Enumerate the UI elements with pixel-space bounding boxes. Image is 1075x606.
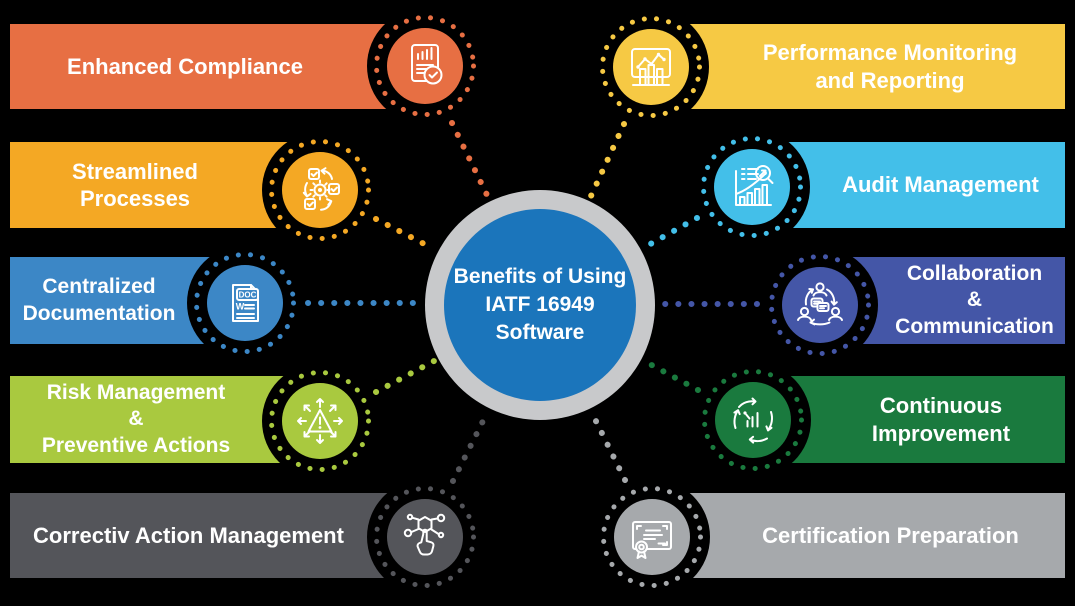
network-touch-icon (403, 513, 446, 556)
connector-risk-management (373, 358, 437, 395)
benefit-bar-certification: Certification Preparation (640, 493, 1065, 578)
performance-monitoring-badge (589, 5, 713, 129)
connector-performance-monitoring (588, 121, 627, 199)
connector-corrective-action (450, 410, 490, 484)
center-circle: Benefits of Using IATF 16949 Software (444, 209, 636, 401)
benefit-label: Collaboration & Communication (895, 262, 1054, 338)
certificate-icon (632, 521, 672, 559)
benefit-label: Enhanced Compliance (67, 53, 303, 79)
connector-streamlined-processes (373, 216, 437, 252)
benefit-label: Continuous Improvement (871, 393, 1011, 446)
streamlined-processes-badge (258, 128, 382, 252)
benefit-label: Risk Management & Preventive Actions (41, 381, 231, 457)
doc-file-icon: DOC W (232, 284, 259, 322)
svg-text:DOC: DOC (239, 291, 257, 300)
benefit-bar-corrective-action: Correctiv Action Management (10, 493, 430, 578)
monitor-chart-icon (631, 48, 671, 86)
diagram-title: Benefits of Using IATF 16949 Software (453, 265, 627, 344)
benefit-label: Correctiv Action Management (33, 522, 344, 548)
connector-enhanced-compliance (449, 120, 491, 200)
chart-magnifier-icon (735, 165, 774, 206)
center-circle-ring: Benefits of Using IATF 16949 Software (425, 190, 655, 420)
dotted-ring (601, 486, 703, 588)
risk-management-badge (258, 359, 382, 483)
process-cycle-gear-icon (302, 167, 340, 211)
certification-badge (590, 475, 714, 599)
centralized-documentation-badge: DOC W (183, 241, 307, 365)
connector-audit-management (642, 215, 700, 250)
benefit-label: Centralized Documentation (22, 275, 176, 325)
benefit-label: Streamlined Processes (72, 158, 198, 211)
document-chart-check-icon (411, 44, 443, 85)
connector-certification (589, 410, 628, 483)
warning-arrows-icon (297, 398, 343, 444)
benefit-label: Performance Monitoring and Reporting (762, 40, 1018, 93)
corrective-action-badge (363, 475, 487, 599)
dotted-ring (194, 252, 296, 354)
benefit-label: Certification Preparation (762, 522, 1019, 548)
people-chat-cycle-icon (797, 282, 843, 326)
benefit-label: Audit Management (842, 172, 1039, 198)
enhanced-compliance-badge (363, 4, 487, 128)
audit-management-badge (690, 125, 814, 249)
dotted-ring (600, 16, 702, 118)
continuous-improvement-badge (691, 358, 815, 482)
svg-text:W: W (236, 302, 245, 312)
collaboration-badge (758, 243, 882, 367)
benefit-bar-performance-monitoring: Performance Monitoring and Reporting (640, 24, 1065, 109)
cycle-chart-icon (733, 397, 773, 444)
